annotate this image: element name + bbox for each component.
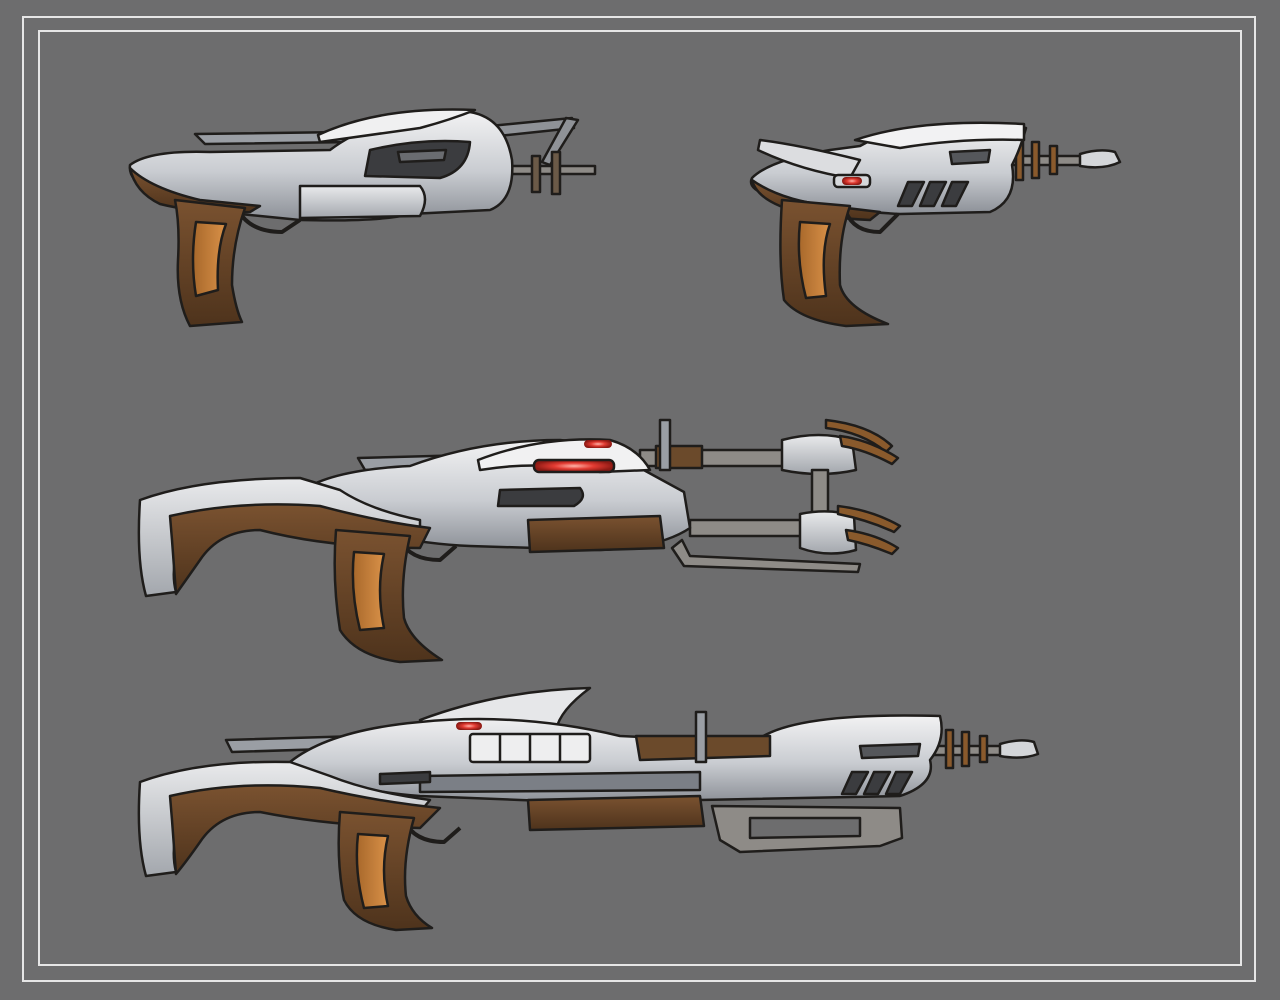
pistol-a (128, 108, 597, 328)
inner-frame (38, 30, 1242, 966)
outer-frame (22, 16, 1256, 982)
rifle-a (137, 418, 902, 664)
rifle-b (137, 686, 1040, 932)
pistol-b (749, 121, 1122, 328)
